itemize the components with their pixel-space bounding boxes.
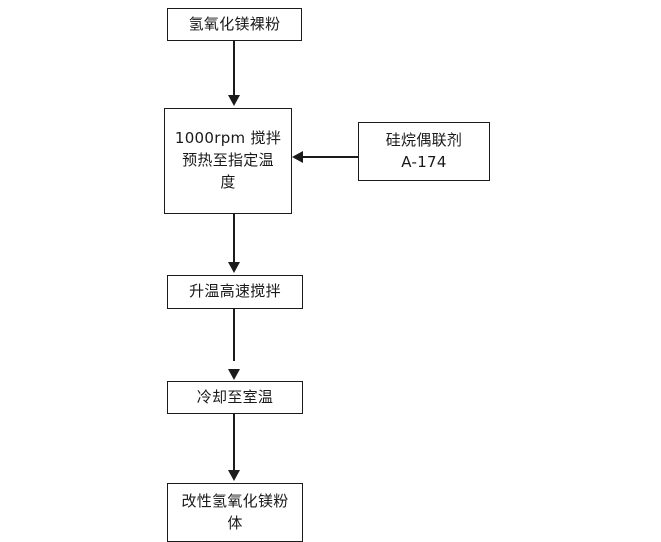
node-cool-to-room-temp-label: 冷却至室温 xyxy=(196,387,274,406)
edge-silane-to-stir-arrowhead-icon xyxy=(292,151,303,163)
node-heat-highspeed-stir[interactable]: 升温高速搅拌 xyxy=(167,275,303,309)
edge-heat-to-cool-arrowhead-icon xyxy=(228,369,240,380)
node-modified-powder[interactable]: 改性氢氧化镁粉 体 xyxy=(167,483,303,542)
edge-silane-to-stir-line xyxy=(303,156,359,158)
node-modified-powder-label: 改性氢氧化镁粉 体 xyxy=(181,491,289,532)
edge-raw-to-stir-arrowhead-icon xyxy=(228,95,240,106)
edge-stir-to-heat-line xyxy=(233,214,235,264)
node-raw-powder-label: 氢氧化镁裸粉 xyxy=(188,14,281,33)
edge-cool-to-modified-arrowhead-icon xyxy=(228,470,240,481)
node-cool-to-room-temp[interactable]: 冷却至室温 xyxy=(167,381,303,414)
node-stir-preheat[interactable]: 1000rpm 搅拌 预热至指定温 度 xyxy=(164,108,292,214)
node-silane-agent-label: 硅烷偶联剂 A-174 xyxy=(385,130,463,171)
node-silane-agent[interactable]: 硅烷偶联剂 A-174 xyxy=(358,122,490,181)
node-stir-preheat-label: 1000rpm 搅拌 预热至指定温 度 xyxy=(174,129,282,191)
edge-heat-to-cool-line xyxy=(233,309,235,361)
node-raw-powder[interactable]: 氢氧化镁裸粉 xyxy=(167,8,302,41)
edge-raw-to-stir-line xyxy=(233,41,235,97)
edge-cool-to-modified-line xyxy=(233,414,235,472)
edge-stir-to-heat-arrowhead-icon xyxy=(228,262,240,273)
node-heat-highspeed-stir-label: 升温高速搅拌 xyxy=(189,282,281,301)
